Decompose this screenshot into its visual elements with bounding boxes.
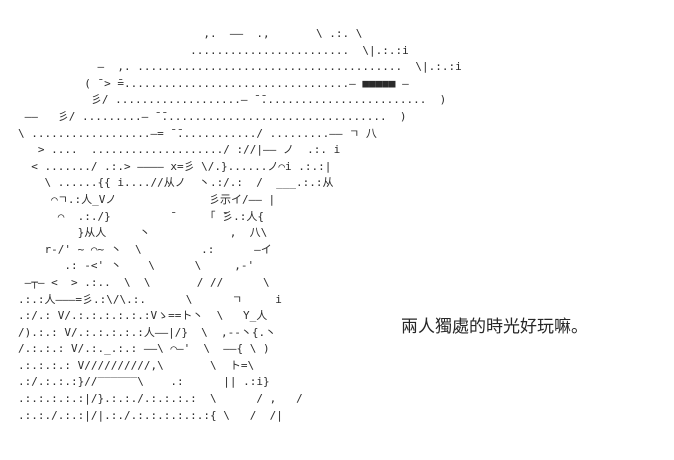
ascii-art-character: ,. ―― ., \ .:. \ .......................…: [18, 27, 462, 422]
dialogue-text: 兩人獨處的時光好玩嘛。: [401, 317, 588, 337]
